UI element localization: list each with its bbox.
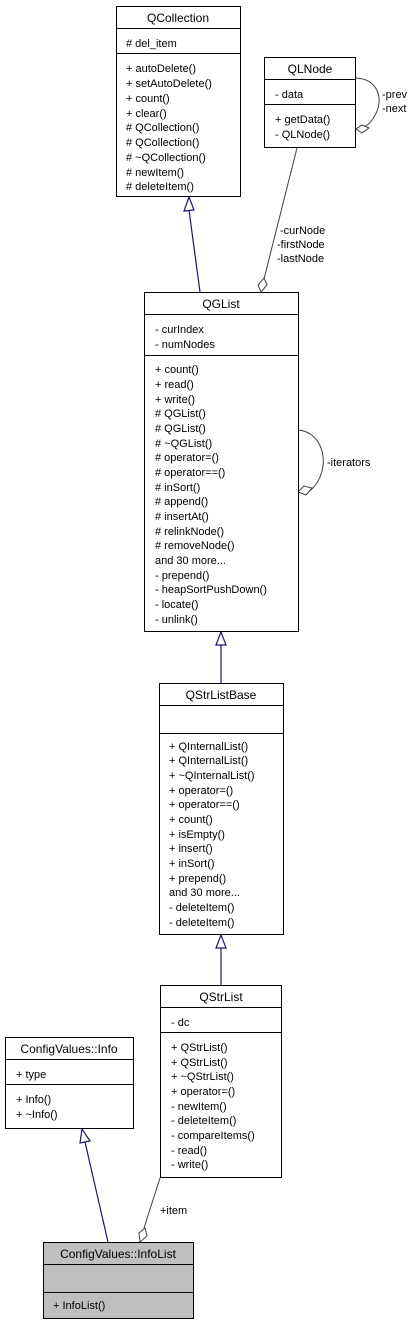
edge-qlnode-self	[354, 77, 380, 134]
attribute-numnodes: - numNodes	[155, 339, 215, 351]
method: + ~QStrList()	[171, 1071, 234, 1083]
method: - newItem()	[171, 1101, 227, 1113]
method: - write()	[171, 1159, 208, 1171]
method: - unlink()	[155, 614, 198, 626]
method: # ~QCollection()	[126, 152, 206, 164]
method: + clear()	[126, 108, 167, 120]
method: + isEmpty()	[169, 829, 225, 841]
edge-qlnode-to-qglist	[257, 147, 298, 293]
method: # QCollection()	[126, 137, 199, 149]
method: - prepend()	[155, 570, 209, 582]
method: - locate()	[155, 599, 198, 611]
method: # QGList()	[155, 423, 206, 435]
edge-label-item: +item	[160, 1205, 187, 1217]
class-name-qstrlist: QStrList	[199, 990, 243, 1004]
method: + QInternalList()	[169, 741, 248, 753]
method: - heapSortPushDown()	[155, 584, 267, 596]
method: - compareItems()	[171, 1130, 255, 1142]
method: # removeNode()	[155, 540, 234, 552]
method: + QInternalList()	[169, 755, 248, 767]
method: + getData()	[275, 114, 330, 126]
method: + count()	[169, 814, 213, 826]
edge-label-firstnode: -firstNode	[277, 239, 325, 251]
method: + inSort()	[169, 858, 215, 870]
attribute-data: - data	[275, 89, 304, 101]
class-name-qlnode: QLNode	[288, 62, 333, 76]
method: + operator==()	[169, 799, 240, 811]
method: - deleteItem()	[169, 902, 234, 914]
method: + Info()	[16, 1094, 51, 1106]
method: + QStrList()	[171, 1057, 228, 1069]
method: + operator=()	[169, 785, 233, 797]
method: + write()	[155, 394, 195, 406]
method: # QCollection()	[126, 122, 199, 134]
method: # operator==()	[155, 467, 225, 479]
class-qstrlist: QStrList - dc + QStrList() + QStrList() …	[160, 985, 282, 1178]
edge-label-lastnode: -lastNode	[277, 253, 324, 265]
attribute-dc: - dc	[171, 1017, 190, 1029]
method: - QLNode()	[275, 129, 330, 141]
method: - deleteItem()	[171, 1115, 236, 1127]
attribute-curindex: - curIndex	[155, 324, 204, 336]
method: # inSort()	[155, 482, 200, 494]
edge-qstrlistbase-inherits-qglist	[215, 630, 227, 683]
edge-qstrlist-to-infolist	[138, 1177, 161, 1243]
edge-label-next: -next	[382, 103, 406, 115]
method: # deleteItem()	[126, 181, 194, 193]
class-name-configvalues-info: ConfigValues::Info	[20, 1042, 117, 1056]
class-name-qcollection: QCollection	[147, 11, 209, 25]
method: + setAutoDelete()	[126, 78, 212, 90]
class-qcollection: QCollection # del_item + autoDelete() + …	[116, 6, 241, 197]
method: + autoDelete()	[126, 63, 196, 75]
more-methods-note: and 30 more...	[155, 555, 226, 567]
method: # newItem()	[126, 167, 184, 179]
edge-qglist-inherits-qcollection	[183, 195, 201, 293]
class-configvalues-infolist: ConfigValues::InfoList + InfoList()	[43, 1242, 194, 1319]
edge-label-iterators: -iterators	[327, 457, 371, 469]
method: + read()	[155, 379, 194, 391]
method: # ~QGList()	[155, 438, 212, 450]
method: + InfoList()	[53, 1300, 105, 1312]
class-name-configvalues-infolist: ConfigValues::InfoList	[60, 1247, 177, 1261]
more-methods-note: and 30 more...	[169, 887, 240, 899]
edge-label-prev: -prev	[382, 89, 408, 101]
edge-qstrlist-inherits-qstrlistbase	[215, 933, 227, 985]
method: - deleteItem()	[169, 917, 234, 929]
method: # QGList()	[155, 408, 206, 420]
method: + count()	[155, 364, 199, 376]
class-name-qstrlistbase: QStrListBase	[186, 688, 257, 702]
method: + operator=()	[171, 1086, 235, 1098]
method: + QStrList()	[171, 1042, 228, 1054]
method: + ~Info()	[16, 1109, 58, 1121]
edge-label-curnode: -curNode	[280, 225, 325, 237]
method: + count()	[126, 93, 170, 105]
method: + prepend()	[169, 873, 226, 885]
method: - read()	[171, 1145, 207, 1157]
edge-qglist-self	[297, 429, 324, 496]
class-qglist: QGList - curIndex - numNodes + count() +…	[144, 292, 299, 632]
class-qlnode: QLNode - data + getData() - QLNode()	[264, 57, 356, 148]
method: + ~QInternalList()	[169, 770, 255, 782]
attribute-type: + type	[16, 1069, 46, 1081]
method: # relinkNode()	[155, 526, 224, 538]
method: # insertAt()	[155, 511, 209, 523]
class-qstrlistbase: QStrListBase + QInternalList() + QIntern…	[159, 683, 284, 935]
attribute-del-item: # del_item	[126, 38, 177, 50]
class-configvalues-info: ConfigValues::Info + type + Info() + ~In…	[5, 1037, 134, 1129]
class-name-qglist: QGList	[202, 297, 240, 311]
edge-infolist-inherits-info	[79, 1127, 109, 1243]
method: # operator=()	[155, 452, 219, 464]
method: # append()	[155, 496, 208, 508]
method: + insert()	[169, 843, 213, 855]
